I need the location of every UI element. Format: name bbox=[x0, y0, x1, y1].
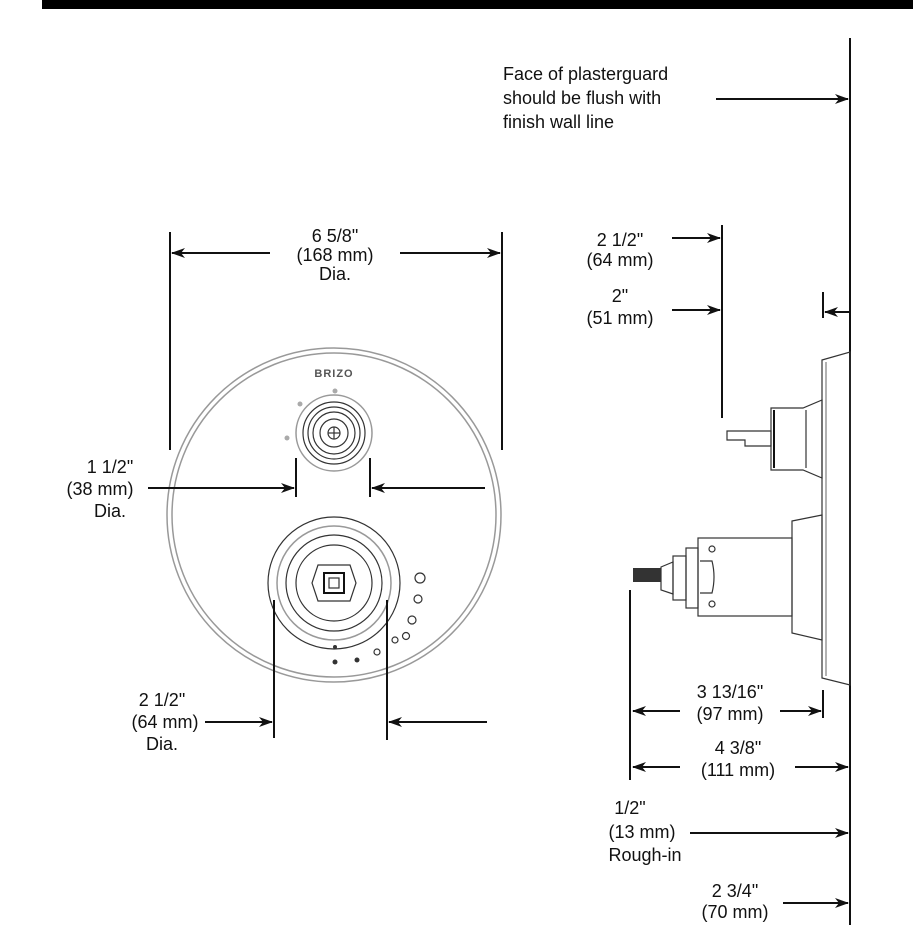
max-wall-inches: 2 3/4" bbox=[712, 881, 758, 901]
stem-to-wall-mm: (111 mm) bbox=[701, 760, 775, 780]
diverter-dia-mm: (38 mm) bbox=[67, 479, 134, 499]
diverter-knob bbox=[295, 394, 373, 472]
handle-dia-mm: (64 mm) bbox=[132, 712, 199, 732]
note-line-3: finish wall line bbox=[503, 112, 614, 132]
max-depth-inches: 2 1/2" bbox=[597, 230, 643, 250]
overall-dia-mm: (168 mm) bbox=[296, 245, 373, 265]
stem-to-wall-dimension: 4 3/8" (111 mm) bbox=[632, 738, 849, 780]
main-cartridge-side bbox=[633, 514, 823, 641]
note-line-1: Face of plasterguard bbox=[503, 64, 668, 84]
note-line-2: should be flush with bbox=[503, 88, 661, 108]
trim-plate-outer bbox=[166, 347, 502, 683]
diverter-diameter-dimension: 1 1/2" (38 mm) Dia. bbox=[67, 457, 485, 521]
trim-plate-inner bbox=[171, 352, 497, 678]
handle-dia-label: Dia. bbox=[146, 734, 178, 754]
min-depth-mm: (51 mm) bbox=[587, 308, 654, 328]
overall-dia-inches: 6 5/8" bbox=[312, 226, 358, 246]
stem-to-wall-inches: 4 3/8" bbox=[715, 738, 761, 758]
main-handle bbox=[267, 516, 401, 650]
max-wall-mm: (70 mm) bbox=[702, 902, 769, 922]
temperature-dots bbox=[332, 572, 426, 665]
header-bar bbox=[42, 0, 913, 9]
min-depth-inches: 2" bbox=[612, 286, 628, 306]
depth-range-dimension: 2 1/2" (64 mm) 2" (51 mm) bbox=[587, 225, 850, 418]
stem-to-guard-dimension: 3 13/16" (97 mm) bbox=[632, 682, 822, 724]
handle-dia-inches: 2 1/2" bbox=[139, 690, 185, 710]
diverter-cartridge-side bbox=[726, 399, 823, 479]
max-wall-dimension: 2 3/4" (70 mm) bbox=[702, 881, 849, 922]
stem-to-guard-inches: 3 13/16" bbox=[697, 682, 763, 702]
rough-in-inches: 1/2" bbox=[614, 798, 645, 818]
overall-dia-label: Dia. bbox=[319, 264, 351, 284]
diverter-dia-inches: 1 1/2" bbox=[87, 457, 133, 477]
rough-in-label: Rough-in bbox=[608, 845, 681, 865]
rough-in-mm: (13 mm) bbox=[609, 822, 676, 842]
brand-logo: BRIZO bbox=[314, 368, 353, 380]
front-view-trim: BRIZO bbox=[166, 347, 502, 683]
stem-to-guard-mm: (97 mm) bbox=[697, 704, 764, 724]
rough-in-dimension: 1/2" (13 mm) Rough-in bbox=[608, 798, 849, 865]
side-view-valve bbox=[633, 351, 851, 686]
diverter-dia-label: Dia. bbox=[94, 501, 126, 521]
plasterguard-note: Face of plasterguard should be flush wit… bbox=[503, 64, 849, 132]
max-depth-mm: (64 mm) bbox=[587, 250, 654, 270]
overall-diameter-dimension: 6 5/8" (168 mm) Dia. bbox=[169, 226, 503, 450]
handle-diameter-dimension: 2 1/2" (64 mm) Dia. bbox=[132, 600, 487, 754]
